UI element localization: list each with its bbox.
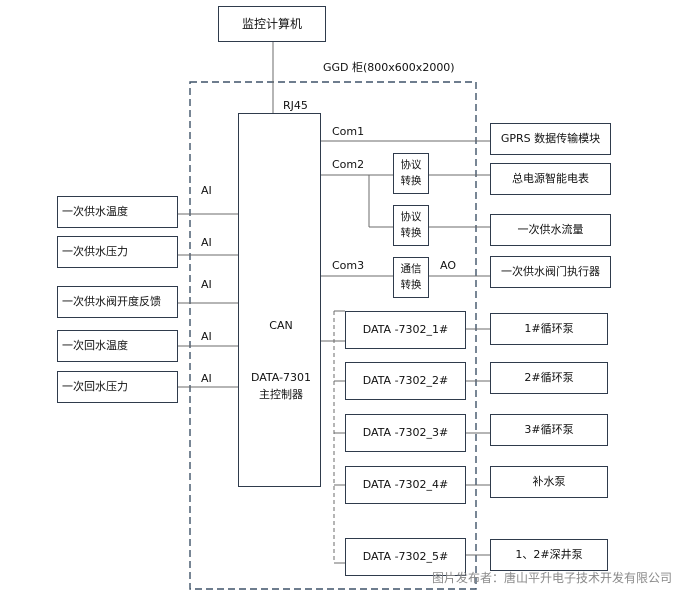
ai-label: AI — [201, 330, 212, 343]
device-label: 一次供水流量 — [517, 223, 584, 237]
io-module-label: DATA -7302_2# — [362, 374, 449, 388]
device-label: 一次供水阀门执行器 — [501, 265, 600, 279]
device-label: GPRS 数据传输模块 — [500, 132, 601, 146]
pump-label: 1#循环泵 — [524, 322, 574, 336]
ao-label: AO — [440, 259, 456, 272]
input-box: 一次回水温度 — [57, 330, 178, 362]
io-module-label: DATA -7302_3# — [362, 426, 449, 440]
cabinet-outline — [189, 81, 477, 590]
controller-subtitle: 主控制器 — [259, 388, 303, 401]
pump-label: 补水泵 — [532, 475, 566, 489]
input-box: 一次供水温度 — [57, 196, 178, 228]
ai-label: AI — [201, 372, 212, 385]
io-module-box: DATA -7302_3# — [345, 414, 466, 452]
monitoring-computer-box: 监控计算机 — [218, 6, 326, 42]
pump-box: 1#循环泵 — [490, 313, 608, 345]
input-box: 一次供水阀开度反馈 — [57, 286, 178, 318]
input-box: 一次供水压力 — [57, 236, 178, 268]
pump-box: 1、2#深井泵 — [490, 539, 608, 571]
converter-line: 转换 — [400, 278, 422, 291]
com3-label: Com3 — [332, 259, 365, 272]
device-label: 总电源智能电表 — [512, 172, 589, 186]
main-controller-box: CAN DATA-7301 主控制器 — [238, 113, 321, 487]
io-module-label: DATA -7302_4# — [362, 478, 449, 492]
io-module-label: DATA -7302_5# — [362, 550, 449, 564]
converter-line: 协议 — [400, 211, 422, 224]
protocol-converter-box: 协议 转换 — [393, 153, 429, 194]
rj45-label: RJ45 — [283, 99, 308, 112]
controller-name: DATA-7301 — [250, 371, 312, 384]
pump-box: 补水泵 — [490, 466, 608, 498]
input-label: 一次回水压力 — [62, 380, 128, 394]
input-label: 一次供水温度 — [62, 205, 128, 219]
ai-label: AI — [201, 278, 212, 291]
converter-line: 通信 — [400, 263, 422, 276]
converter-line: 转换 — [400, 226, 422, 239]
device-box: 一次供水流量 — [490, 214, 611, 246]
pump-box: 2#循环泵 — [490, 362, 608, 394]
device-box: 一次供水阀门执行器 — [490, 256, 611, 288]
converter-line: 协议 — [400, 159, 422, 172]
io-module-box: DATA -7302_5# — [345, 538, 466, 576]
converter-line: 转换 — [400, 174, 422, 187]
io-module-box: DATA -7302_2# — [345, 362, 466, 400]
publisher-watermark: 图片发布者：唐山平升电子技术开发有限公司 — [431, 571, 672, 585]
pump-box: 3#循环泵 — [490, 414, 608, 446]
ai-label: AI — [201, 184, 212, 197]
input-label: 一次供水阀开度反馈 — [62, 295, 161, 309]
pump-label: 3#循环泵 — [524, 423, 574, 437]
io-module-box: DATA -7302_4# — [345, 466, 466, 504]
can-label: CAN — [269, 319, 293, 332]
pump-label: 2#循环泵 — [524, 371, 574, 385]
protocol-converter-box: 协议 转换 — [393, 205, 429, 246]
cabinet-label: GGD 柜(800x600x2000) — [323, 61, 455, 74]
device-box: 总电源智能电表 — [490, 163, 611, 195]
ai-label: AI — [201, 236, 212, 249]
com2-label: Com2 — [332, 158, 365, 171]
comm-converter-box: 通信 转换 — [393, 257, 429, 298]
com1-label: Com1 — [332, 125, 365, 138]
input-label: 一次回水温度 — [62, 339, 128, 353]
io-module-label: DATA -7302_1# — [362, 323, 449, 337]
device-box: GPRS 数据传输模块 — [490, 123, 611, 155]
monitoring-computer-label: 监控计算机 — [241, 16, 302, 31]
input-label: 一次供水压力 — [62, 245, 128, 259]
input-box: 一次回水压力 — [57, 371, 178, 403]
pump-label: 1、2#深井泵 — [515, 548, 583, 562]
io-module-box: DATA -7302_1# — [345, 311, 466, 349]
